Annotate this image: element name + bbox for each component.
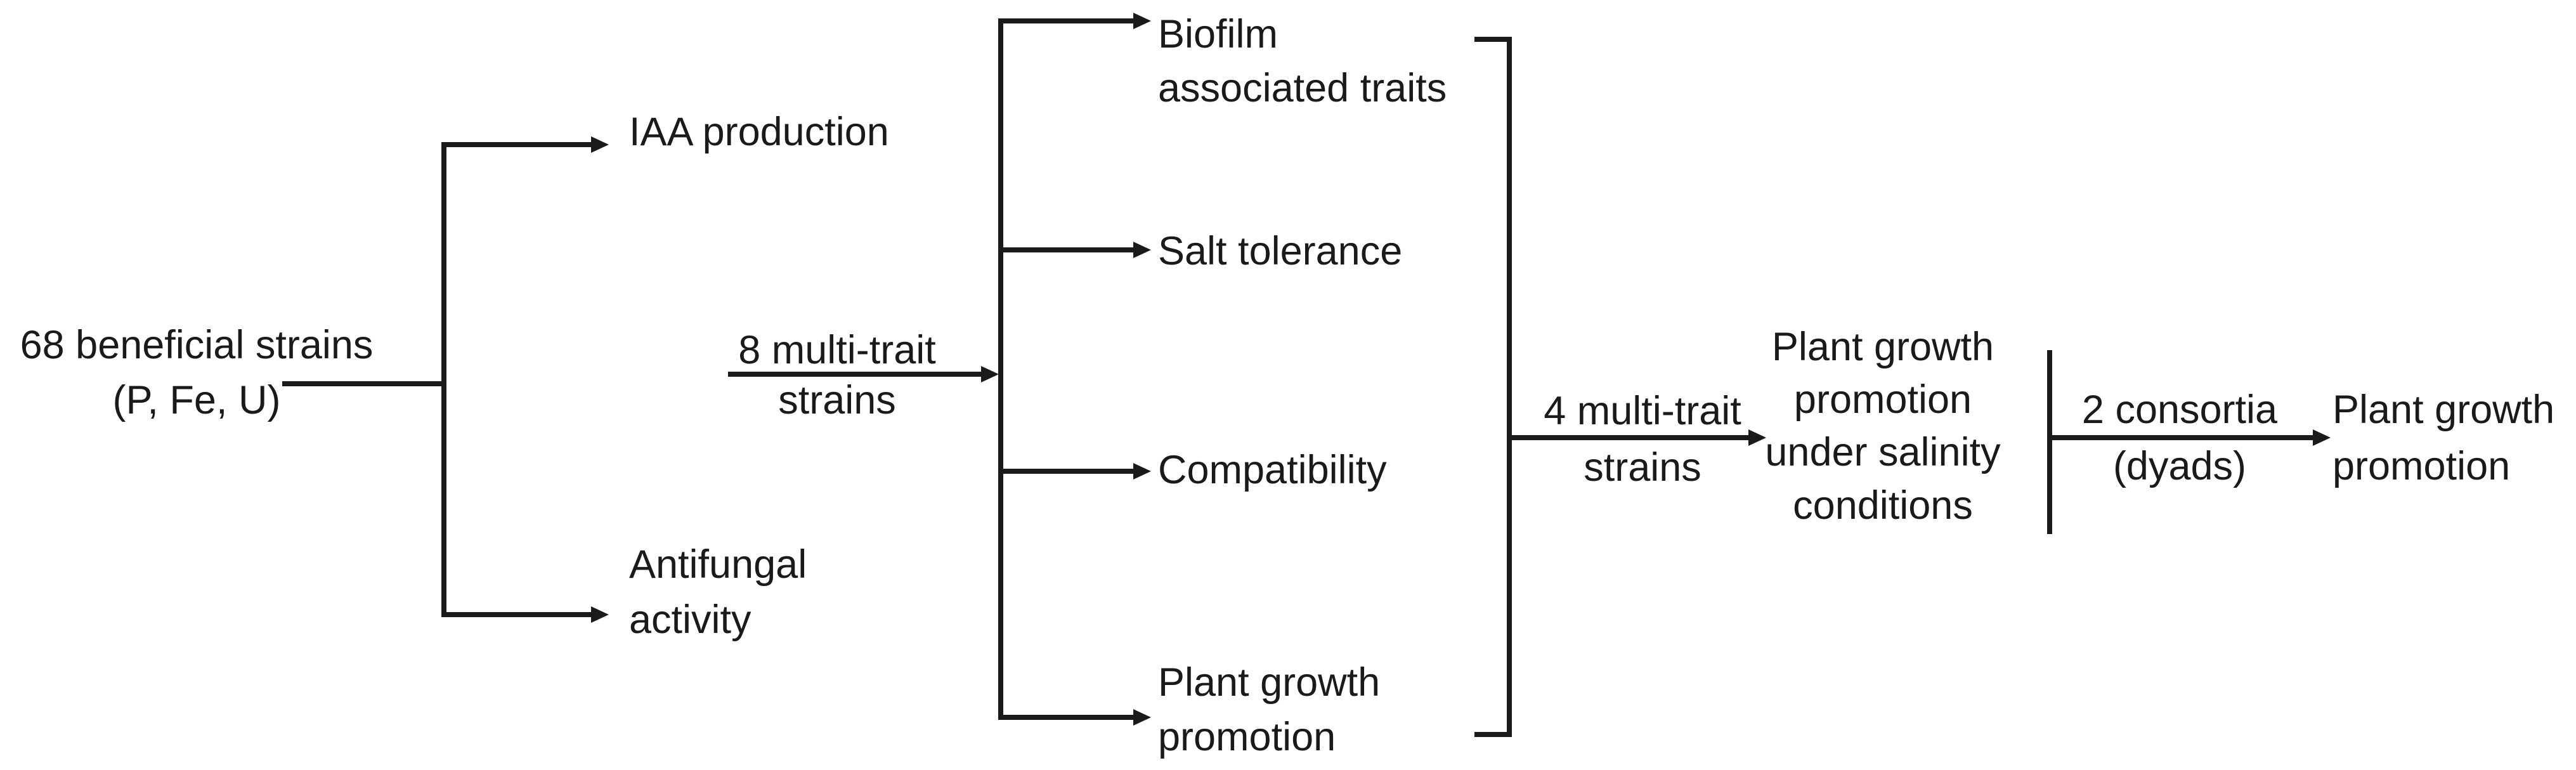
salinity-label-line3: under salinity <box>1765 430 2001 474</box>
start-label-line2: (P, Fe, U) <box>113 378 281 422</box>
arrow-to-compat-head <box>1133 463 1151 480</box>
multi4-label-line2: strains <box>1584 445 1701 490</box>
start-label-line1: 68 beneficial strains <box>20 323 374 367</box>
salinity-label-line1: Plant growth <box>1772 325 1994 369</box>
arrow-to-antifungal-head <box>591 606 609 623</box>
node-salt: Salt tolerance <box>1158 229 1402 273</box>
pgp1-label-line2: promotion <box>1158 715 1336 759</box>
arrow-to-biofilm-head <box>1133 13 1151 29</box>
pgp2-label-line1: Plant growth <box>2332 388 2554 432</box>
bracket-connector <box>1474 37 1766 737</box>
arrow-to-branch-2-head <box>981 366 999 382</box>
node-salinity: Plant growth promotion under salinity co… <box>1765 325 2001 528</box>
arrow-to-iaa-head <box>591 136 609 153</box>
consortia-label-line2: (dyads) <box>2113 444 2246 488</box>
compat-label: Compatibility <box>1158 448 1387 492</box>
consortia-connector <box>2047 350 2331 534</box>
node-antifungal: Antifungal activity <box>629 542 807 642</box>
salt-label: Salt tolerance <box>1158 229 1402 273</box>
pgp1-label-line1: Plant growth <box>1158 660 1380 705</box>
node-start: 68 beneficial strains (P, Fe, U) <box>20 323 374 422</box>
node-iaa: IAA production <box>629 110 889 154</box>
antifungal-label-line2: activity <box>629 597 751 642</box>
node-consortia: 2 consortia (dyads) <box>2082 388 2278 488</box>
node-pgp1: Plant growth promotion <box>1158 660 1380 759</box>
branch-connector-2 <box>728 13 1151 726</box>
closing-bracket <box>1474 37 1512 737</box>
multi8-label-line2: strains <box>778 378 896 422</box>
biofilm-label-line2: associated traits <box>1158 66 1447 110</box>
multi8-label-line1: 8 multi-trait <box>738 328 936 372</box>
node-multi4: 4 multi-trait strains <box>1544 389 1741 490</box>
iaa-label: IAA production <box>629 110 889 154</box>
arrow-to-pgp1-head <box>1133 709 1151 726</box>
salinity-label-line4: conditions <box>1793 483 1973 528</box>
node-multi8: 8 multi-trait strains <box>738 328 936 422</box>
consortia-label-line1: 2 consortia <box>2082 388 2278 432</box>
antifungal-label-line1: Antifungal <box>629 542 807 587</box>
node-biofilm: Biofilm associated traits <box>1158 12 1447 110</box>
branch-connector-1 <box>282 136 609 623</box>
node-compat: Compatibility <box>1158 448 1387 492</box>
multi4-label-line1: 4 multi-trait <box>1544 389 1741 433</box>
biofilm-label-line1: Biofilm <box>1158 12 1278 56</box>
node-pgp2: Plant growth promotion <box>2332 388 2554 488</box>
pgp2-label-line2: promotion <box>2332 444 2510 488</box>
salinity-label-line2: promotion <box>1794 377 1972 422</box>
arrow-to-pgp2-head <box>2313 429 2331 446</box>
arrow-to-salt-head <box>1133 242 1151 258</box>
arrow-to-salinity-head <box>1748 429 1766 446</box>
